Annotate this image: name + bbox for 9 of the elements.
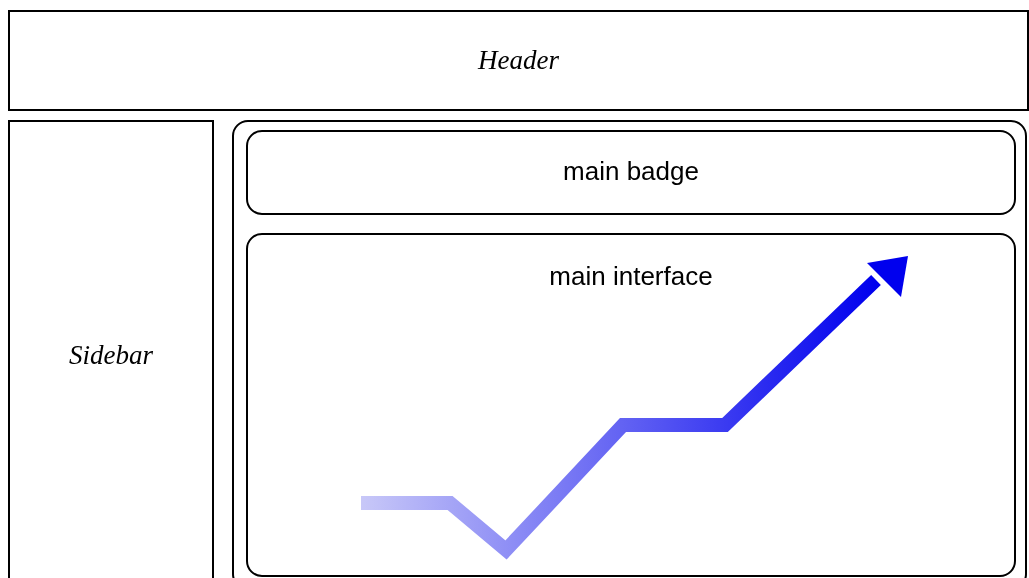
container-box [232, 120, 1027, 578]
node-label: Header [478, 44, 559, 78]
sidebar-box [8, 120, 214, 578]
node-label: Sidebar [69, 338, 153, 372]
node-label: main interface [549, 260, 713, 293]
node-label: main badge [563, 155, 699, 188]
header-box [8, 10, 1029, 111]
panel-box [246, 130, 1016, 215]
panel-box [246, 233, 1016, 577]
